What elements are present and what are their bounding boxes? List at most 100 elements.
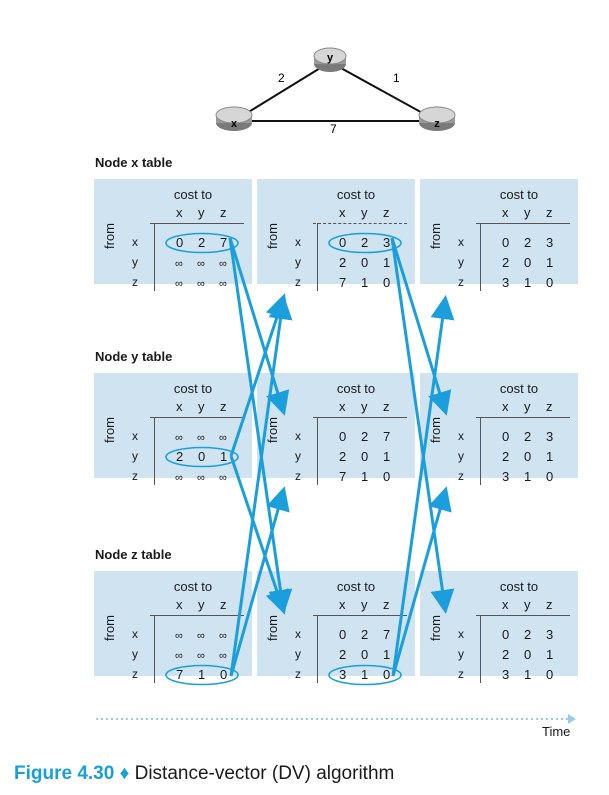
cost-cell: 0 (546, 667, 554, 682)
col-header-z: z (383, 597, 390, 612)
caption-text: Distance-vector (DV) algorithm (134, 763, 395, 784)
row-label-z: z (295, 275, 301, 289)
cost-cell: 2 (176, 449, 184, 464)
row-label-x: x (458, 235, 464, 249)
header-divider (476, 615, 570, 616)
from-label: from (102, 223, 117, 249)
cost-cell: 2 (502, 449, 510, 464)
cost-cell: 2 (361, 627, 369, 642)
cost-cell: ∞ (197, 258, 205, 270)
cost-cell: 0 (176, 235, 184, 250)
row-label-x: x (295, 627, 301, 641)
col-header-z: z (220, 597, 227, 612)
cost-cell: 2 (339, 255, 347, 270)
cost-cell: ∞ (219, 278, 227, 290)
sent-vector-highlight (165, 664, 239, 686)
row-divider (480, 223, 481, 291)
col-header-x: x (176, 205, 183, 220)
row-divider (317, 615, 318, 683)
col-header-y: y (524, 399, 531, 414)
cost-cell: 0 (198, 449, 206, 464)
cost-to-label: cost to (173, 381, 213, 396)
from-label: from (265, 223, 280, 249)
cost-cell: 2 (524, 627, 532, 642)
cost-cell: 0 (502, 235, 510, 250)
cost-to-label: cost to (173, 579, 213, 594)
cost-cell: 0 (502, 429, 510, 444)
header-divider (476, 417, 570, 418)
cost-cell: 0 (361, 449, 369, 464)
row-label-z: z (458, 667, 464, 681)
cost-cell: 7 (383, 429, 391, 444)
cost-to-label: cost to (336, 579, 376, 594)
from-label: from (428, 223, 443, 249)
network-topology: 2 1 7 y x z (215, 47, 456, 136)
cost-cell: 0 (502, 627, 510, 642)
cost-cell: 3 (502, 469, 510, 484)
row-label-x: x (295, 429, 301, 443)
row-label-y: y (458, 449, 464, 463)
cost-cell: 2 (524, 429, 532, 444)
cost-cell: ∞ (175, 258, 183, 270)
cost-cell: 3 (546, 627, 554, 642)
col-header-z: z (383, 399, 390, 414)
caption-bullet: ♦ (119, 763, 130, 784)
row-label-x: x (458, 627, 464, 641)
col-header-x: x (176, 597, 183, 612)
router-label-x: x (231, 118, 238, 130)
row-label-z: z (295, 667, 301, 681)
row-label-x: x (132, 235, 138, 249)
cost-cell: 7 (220, 235, 228, 250)
cost-cell: 1 (361, 275, 369, 290)
cost-cell: 0 (546, 469, 554, 484)
header-divider (313, 417, 407, 418)
cost-cell: ∞ (219, 432, 227, 444)
row-divider (317, 417, 318, 485)
row-label-z: z (132, 275, 138, 289)
cost-cell: 0 (339, 627, 347, 642)
cost-cell: 1 (198, 667, 206, 682)
cost-cell: 1 (546, 647, 554, 662)
cost-cell: ∞ (219, 650, 227, 662)
row-divider (317, 223, 318, 291)
cost-cell: 2 (502, 647, 510, 662)
cost-cell: ∞ (197, 432, 205, 444)
cost-cell: 3 (502, 667, 510, 682)
cost-cell: 0 (383, 469, 391, 484)
link-y-z (329, 61, 438, 122)
row-divider (154, 615, 155, 683)
cost-cell: ∞ (175, 432, 183, 444)
sent-vector-highlight (165, 446, 239, 468)
cost-cell: 2 (198, 235, 206, 250)
row-divider (480, 615, 481, 683)
cost-cell: 3 (546, 429, 554, 444)
cost-cell: 1 (361, 469, 369, 484)
cost-cell: 3 (546, 235, 554, 250)
header-divider (313, 615, 407, 616)
figure-caption: Figure 4.30 ♦ Distance-vector (DV) algor… (14, 763, 394, 785)
col-header-z: z (546, 597, 553, 612)
row-label-y: y (132, 647, 138, 661)
cost-cell: ∞ (219, 630, 227, 642)
row-label-z: z (132, 469, 138, 483)
cost-cell: 0 (524, 647, 532, 662)
cost-cell: 1 (546, 449, 554, 464)
col-header-z: z (220, 205, 227, 220)
from-label: from (102, 615, 117, 641)
cost-cell: 0 (361, 255, 369, 270)
row-label-y: y (295, 255, 301, 269)
cost-cell: 1 (383, 449, 391, 464)
cost-cell: 2 (524, 235, 532, 250)
cost-cell: 0 (546, 275, 554, 290)
from-label: from (102, 417, 117, 443)
cost-cell: 0 (361, 647, 369, 662)
from-label: from (428, 417, 443, 443)
header-divider (150, 223, 244, 224)
sent-vector-highlight (165, 232, 239, 254)
sent-vector-highlight (328, 664, 402, 686)
